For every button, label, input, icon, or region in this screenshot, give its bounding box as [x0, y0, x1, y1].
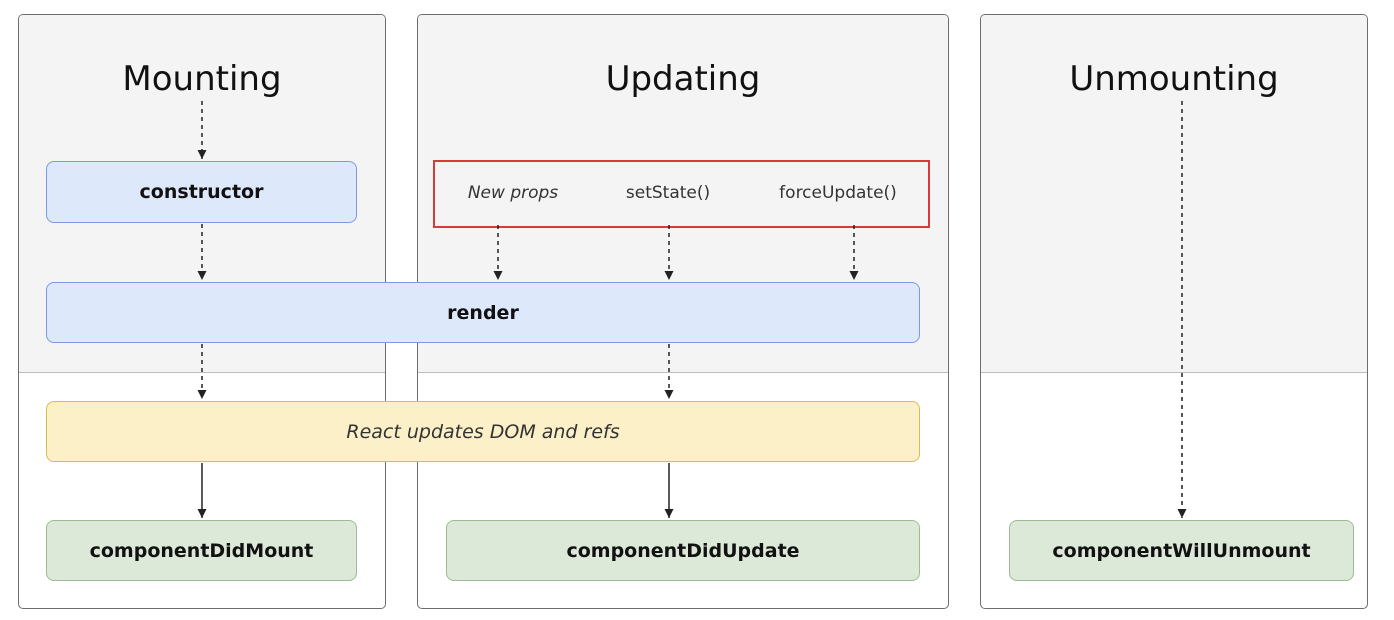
unmounting-title: Unmounting [1069, 59, 1279, 99]
new-props-trigger: New props [467, 183, 559, 203]
set-state-trigger: setState() [625, 183, 711, 203]
unmounting-column: Unmounting [980, 14, 1368, 609]
force-update-trigger: forceUpdate() [779, 183, 897, 203]
component-will-unmount-node: componentWillUnmount [1009, 520, 1354, 581]
component-did-update-node: componentDidUpdate [446, 520, 920, 581]
update-triggers-highlight [433, 160, 930, 228]
constructor-node: constructor [46, 161, 357, 223]
mounting-title: Mounting [122, 59, 282, 99]
react-updates-dom-node: React updates DOM and refs [46, 401, 920, 462]
updating-title: Updating [605, 59, 761, 99]
component-did-mount-node: componentDidMount [46, 520, 357, 581]
unmounting-render-phase [981, 15, 1367, 373]
render-node: render [46, 282, 920, 343]
